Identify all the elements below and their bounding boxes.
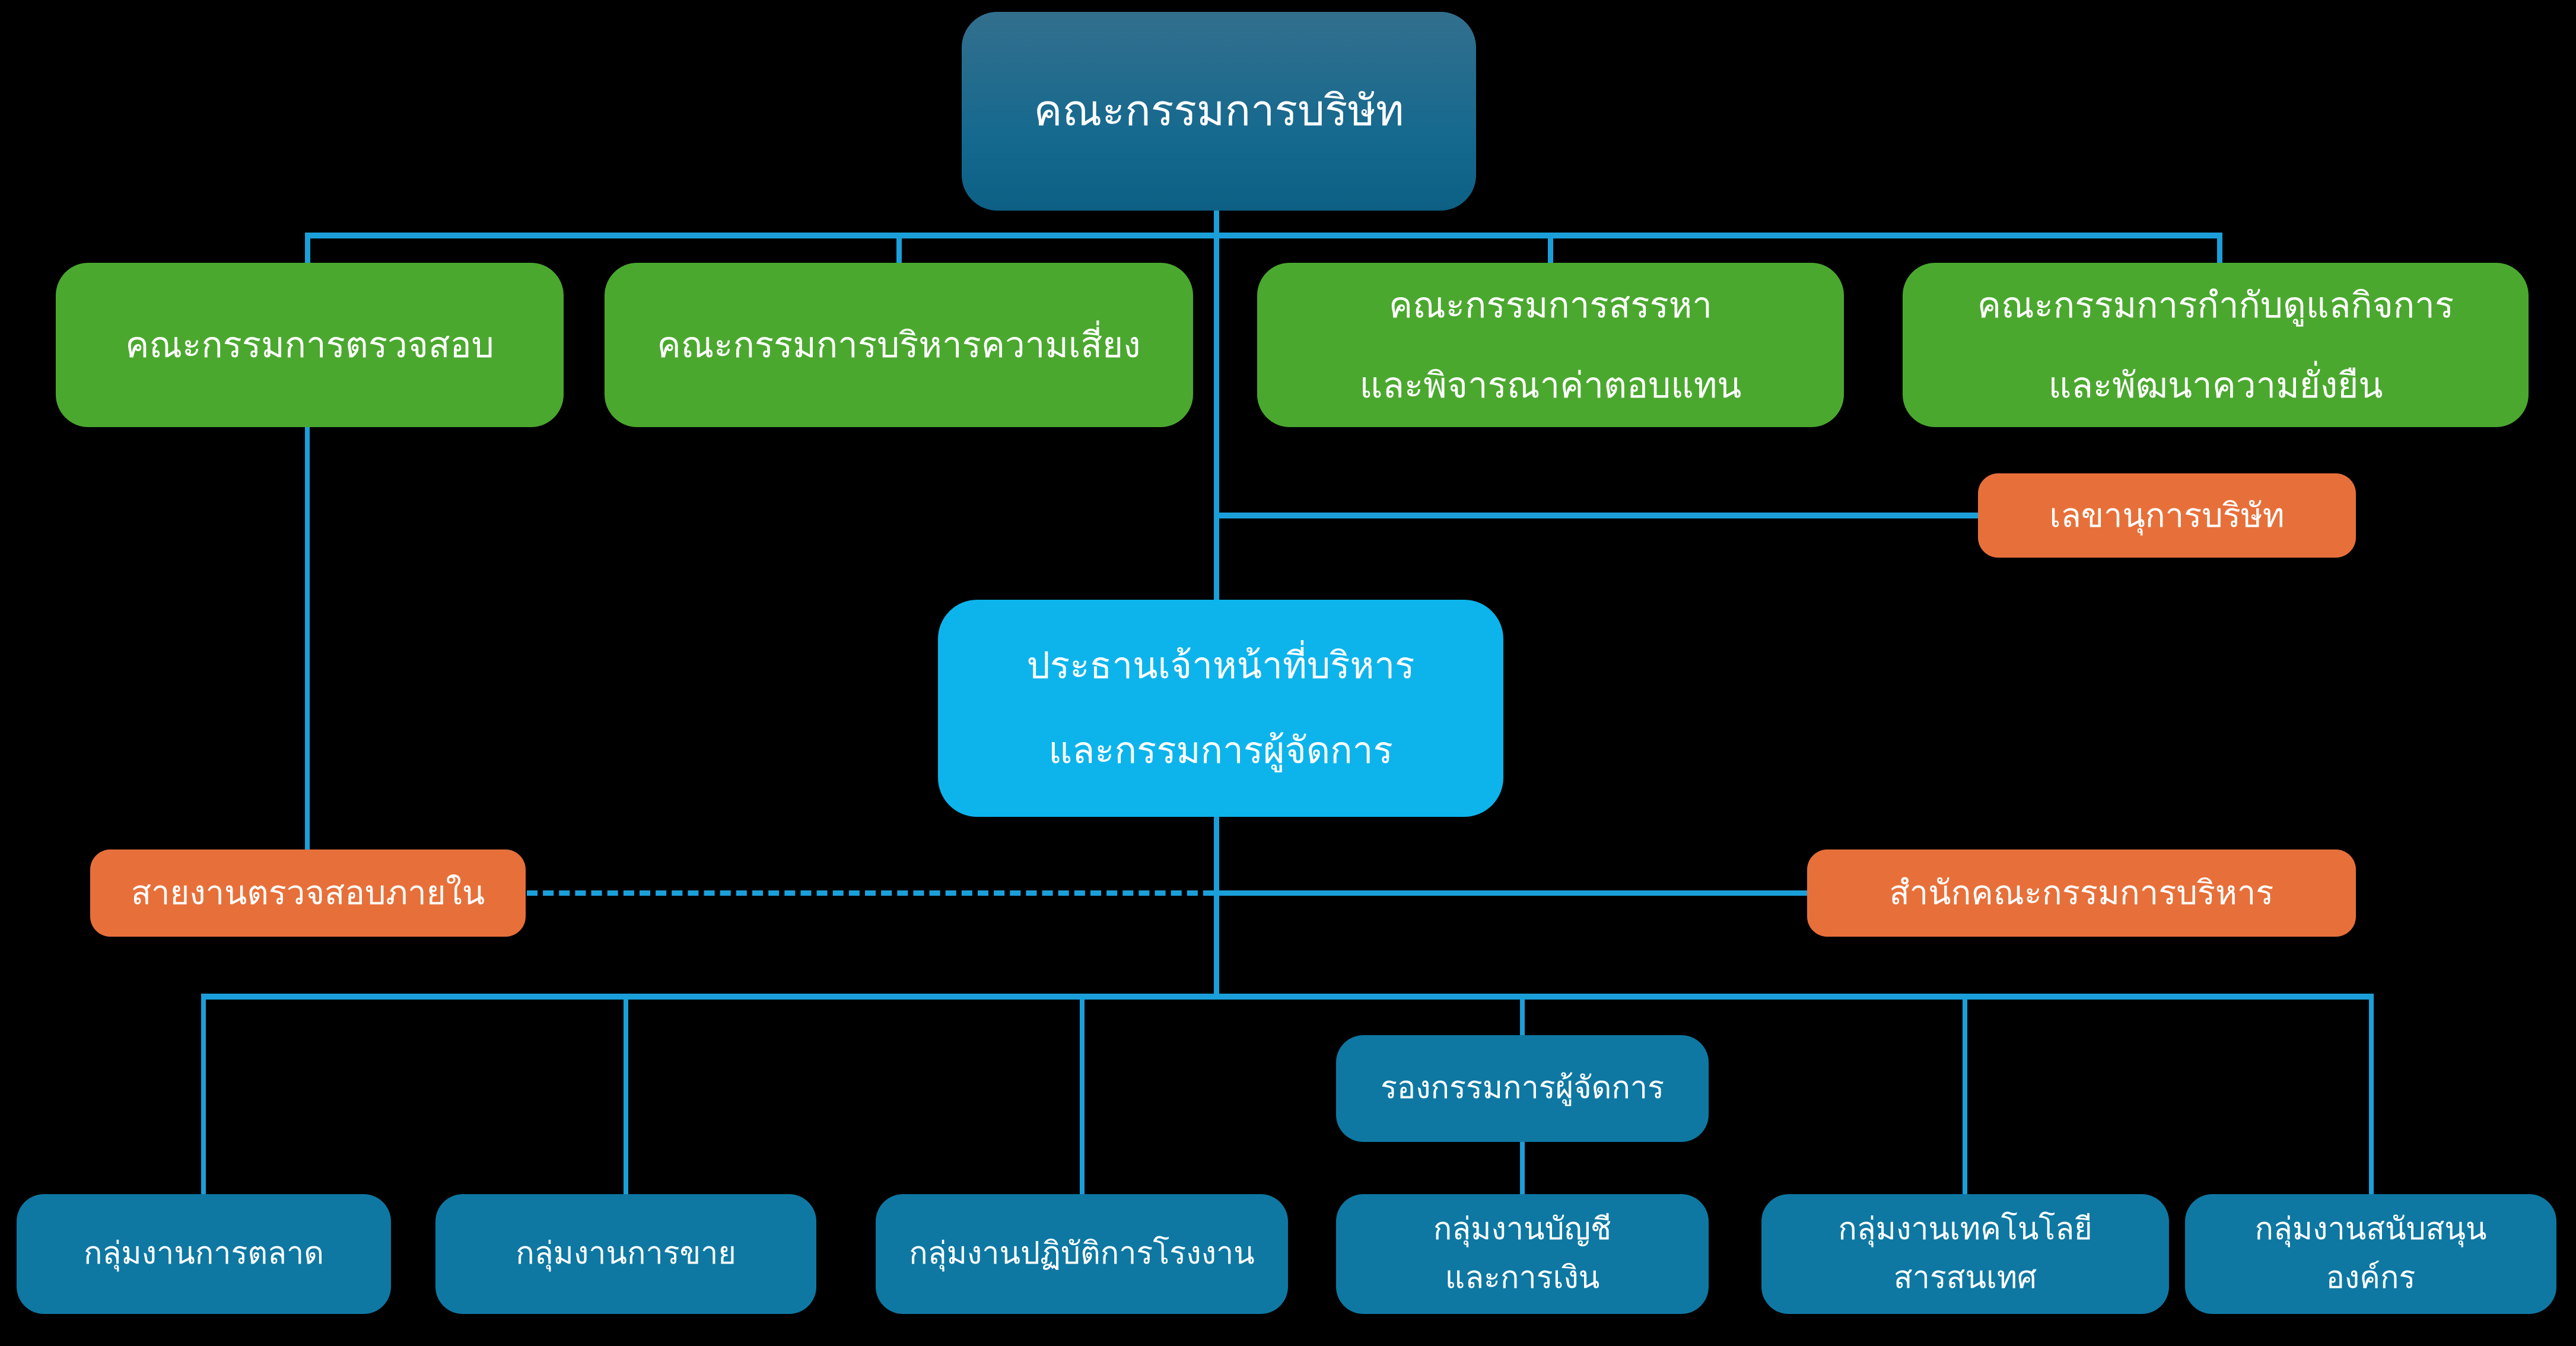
connector-drop-risk-committee [896,233,902,264]
ceo-label-line1: ประธานเจ้าหน้าที่บริหาร [1026,645,1415,686]
sales-group-label: กลุ่มงานการขาย [516,1236,736,1271]
connector-ceo-down-vertical [1214,816,1219,1000]
connector-drop-support [2369,994,2374,1195]
ceo-managing-director-box: ประธานเจ้าหน้าที่บริหาร และกรรมการผู้จัด… [938,600,1503,817]
deputy-managing-director-box: รองกรรมการผู้จัดการ [1336,1035,1709,1142]
corporate-support-group-box: กลุ่มงานสนับสนุน องค์กร [2185,1194,2556,1314]
connector-groups-horizontal [201,994,2374,1000]
information-technology-group-label-line1: กลุ่มงานเทคโนโลยี [1838,1212,2092,1247]
factory-operations-group-box: กลุ่มงานปฏิบัติการโรงงาน [876,1194,1288,1314]
governance-committee-label-line2: และพัฒนาความยั่งยืน [2048,365,2383,405]
accounting-finance-group-label-line2: และการเงิน [1445,1261,1600,1295]
company-secretary-box: เลขานุการบริษัท [1978,473,2356,558]
connector-internal-audit-dashed [527,890,1214,896]
governance-sustainability-committee-box: คณะกรรมการกำกับดูแลกิจการ และพัฒนาความยั… [1903,263,2529,427]
information-technology-group-box: กลุ่มงานเทคโนโลยี สารสนเทศ [1761,1194,2169,1314]
risk-management-committee-label: คณะกรรมการบริหารความเสี่ยง [657,325,1141,365]
accounting-finance-group-box: กลุ่มงานบัญชี และการเงิน [1336,1194,1709,1314]
connector-committees-horizontal [305,233,2222,238]
accounting-finance-group-label-line1: กลุ่มงานบัญชี [1433,1212,1612,1247]
corporate-support-group-label-line1: กลุ่มงานสนับสนุน [2254,1212,2487,1247]
deputy-managing-director-label: รองกรรมการผู้จัดการ [1380,1071,1665,1106]
nomination-committee-label-line2: และพิจารณาค่าตอบแทน [1359,365,1742,405]
connector-exec-office-horizontal [1219,890,1808,896]
sales-group-box: กลุ่มงานการขาย [435,1194,816,1314]
internal-audit-label: สายงานตรวจสอบภายใน [131,874,485,912]
connector-audit-to-internal-audit [305,426,310,851]
board-of-directors-label: คณะกรรมการบริษัท [1033,87,1404,135]
connector-board-vertical [1214,209,1219,601]
connector-drop-it [1963,994,1967,1195]
connector-drop-sales [624,994,628,1195]
connector-drop-audit-committee [305,233,310,264]
risk-management-committee-box: คณะกรรมการบริหารความเสี่ยง [605,263,1193,427]
nomination-committee-label-line1: คณะกรรมการสรรหา [1389,285,1712,325]
audit-committee-label: คณะกรรมการตรวจสอบ [125,325,494,365]
connector-drop-marketing [201,994,206,1195]
factory-operations-group-label: กลุ่มงานปฏิบัติการโรงงาน [909,1236,1255,1271]
corporate-support-group-label-line2: องค์กร [2326,1261,2416,1295]
audit-committee-box: คณะกรรมการตรวจสอบ [56,263,564,427]
ceo-label-line2: และกรรมการผู้จัดการ [1048,730,1393,771]
executive-committee-office-box: สำนักคณะกรรมการบริหาร [1807,849,2356,937]
nomination-remuneration-committee-box: คณะกรรมการสรรหา และพิจารณาค่าตอบแทน [1257,263,1844,427]
connector-secretary-horizontal [1216,513,1979,518]
internal-audit-division-box: สายงานตรวจสอบภายใน [90,849,526,937]
board-of-directors-box: คณะกรรมการบริษัท [962,12,1476,211]
marketing-group-label: กลุ่มงานการตลาด [84,1236,324,1271]
governance-committee-label-line1: คณะกรรมการกำกับดูแลกิจการ [1977,285,2454,325]
executive-committee-office-label: สำนักคณะกรรมการบริหาร [1889,874,2274,912]
connector-drop-factory [1080,994,1085,1195]
connector-drop-nomination-committee [1548,233,1553,264]
marketing-group-box: กลุ่มงานการตลาด [17,1194,391,1314]
company-secretary-label: เลขานุการบริษัท [2049,496,2285,534]
connector-deputy-to-accounting [1520,1140,1525,1195]
connector-drop-governance-committee [2217,233,2222,264]
connector-drop-deputy-md [1520,994,1525,1036]
information-technology-group-label-line2: สารสนเทศ [1893,1261,2037,1295]
